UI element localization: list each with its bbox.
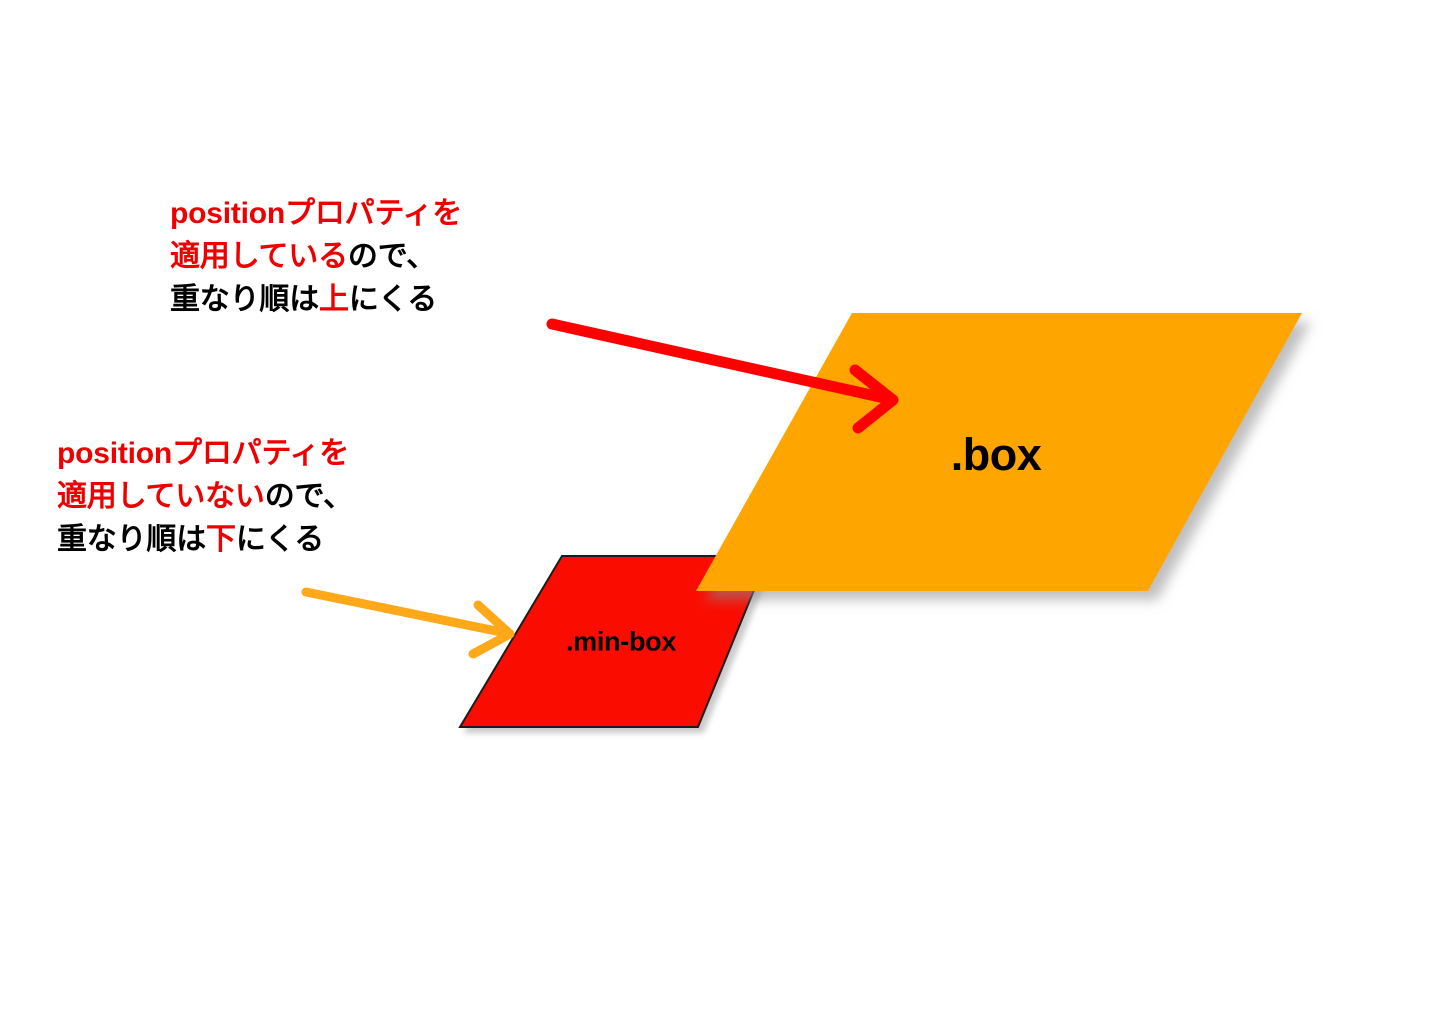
shape-label-box: .box bbox=[950, 429, 1042, 480]
annotation-position-not-applied: positionプロパティを 適用していないので、 重なり順は下にくる bbox=[57, 432, 353, 561]
arrow-to-min-box-icon bbox=[301, 587, 515, 659]
shape-label-min-box: .min-box bbox=[565, 626, 677, 657]
annotation-segment: 下 bbox=[206, 523, 236, 556]
annotation-segment: ので、 bbox=[347, 240, 437, 273]
annotation-segment: 重なり順は bbox=[57, 523, 206, 556]
annotation-segment: position bbox=[57, 437, 173, 470]
annotation-segment: にくる bbox=[235, 523, 325, 556]
annotation-line: 適用していないので、 bbox=[57, 475, 353, 518]
shape-min-box bbox=[458, 555, 770, 728]
arrow-to-box-icon bbox=[546, 318, 899, 434]
annotation-position-applied: positionプロパティを 適用しているので、 重なり順は上にくる bbox=[170, 192, 462, 321]
annotation-segment: プロパティを bbox=[172, 437, 350, 470]
annotation-segment: プロパティを bbox=[285, 197, 463, 230]
annotation-segment: ので、 bbox=[264, 480, 353, 513]
annotation-segment: position bbox=[170, 197, 286, 230]
annotation-line: 重なり順は上にくる bbox=[170, 278, 462, 321]
annotation-line: 適用しているので、 bbox=[170, 235, 462, 278]
shape-box bbox=[696, 313, 1302, 591]
annotation-segment: 適用していない bbox=[57, 480, 265, 513]
annotation-line: positionプロパティを bbox=[57, 432, 353, 475]
annotation-line: positionプロパティを bbox=[170, 192, 462, 235]
annotation-line: 重なり順は下にくる bbox=[57, 518, 353, 561]
annotation-segment: にくる bbox=[348, 283, 438, 316]
annotation-segment: 上 bbox=[319, 283, 349, 316]
annotation-segment: 重なり順は bbox=[170, 283, 319, 316]
annotation-segment: 適用している bbox=[170, 240, 348, 273]
